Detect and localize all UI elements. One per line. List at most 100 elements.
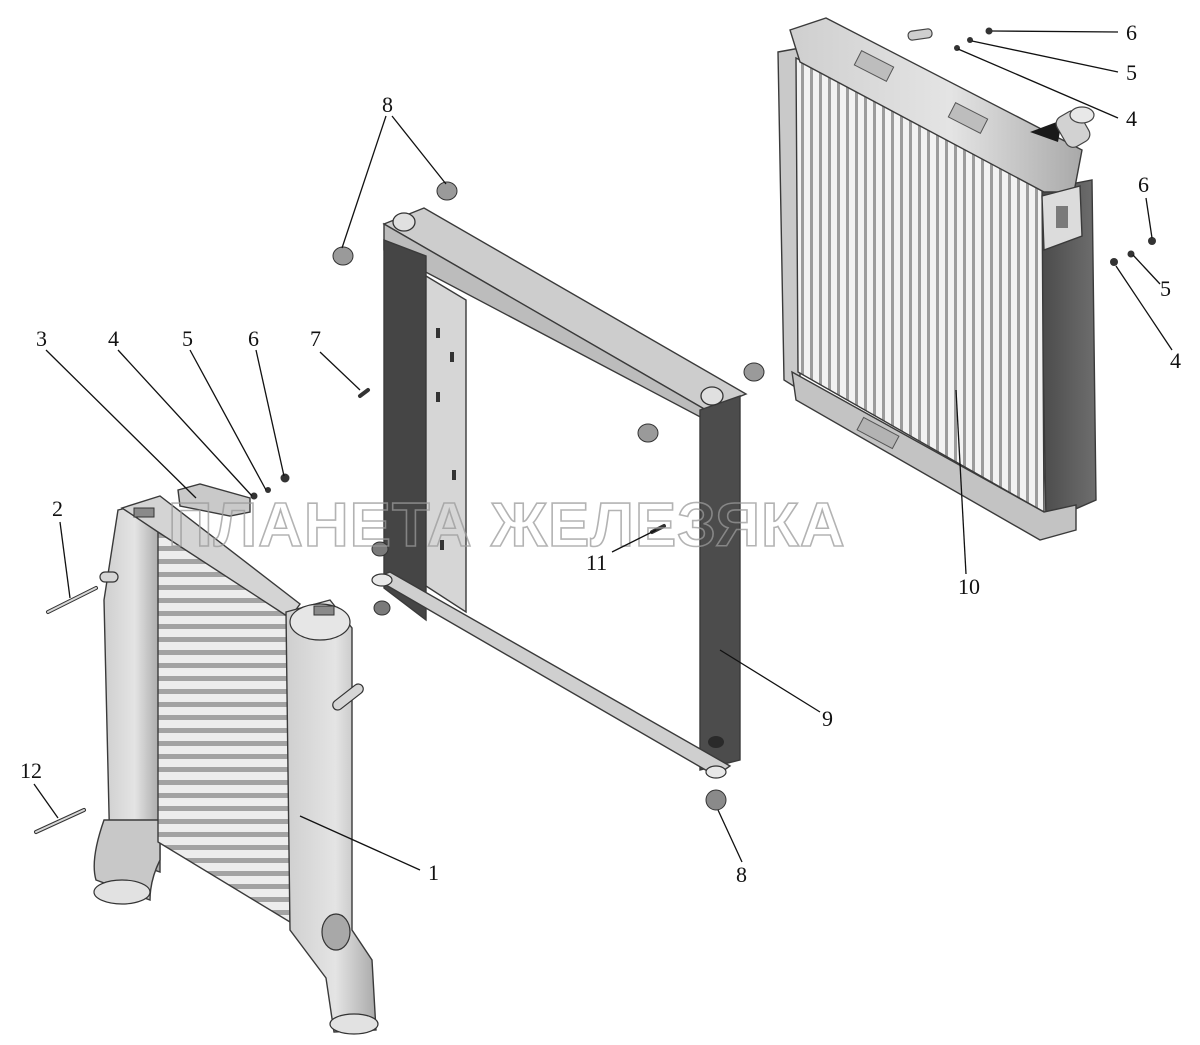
leader-2: [59, 521, 71, 599]
radiator-filler-pipe: [907, 28, 933, 41]
cooler-left-outlet: [93, 819, 161, 902]
leader-7: [319, 351, 361, 391]
callout-12: 12: [20, 758, 42, 783]
leader-4b: [957, 48, 1119, 119]
leader-9: [719, 649, 821, 713]
tank-arrow-marker: [1030, 120, 1062, 142]
callout-4: 4: [108, 326, 119, 351]
cooler-right-boss: [321, 913, 351, 951]
leader-12: [33, 783, 59, 819]
frame-left-post: [383, 238, 427, 622]
nut-6: [985, 27, 993, 35]
washer-5: [265, 487, 271, 493]
watermark-text: ПЛАНЕТА ЖЕЛЕЗЯКА: [168, 491, 846, 560]
rubber-mount: [371, 541, 389, 557]
rubber-mounts: [332, 181, 765, 811]
callout-3: 3: [36, 326, 47, 351]
cooler-top-slot: [133, 507, 155, 518]
leader-4c: [1115, 265, 1173, 351]
shroud-frame-assembly: [371, 207, 748, 779]
callout-7: 7: [310, 326, 321, 351]
cooler-top-slot: [313, 605, 335, 616]
leader-8a-2: [391, 115, 447, 185]
cooler-right-tank-cap: [289, 603, 351, 641]
radiator-bottom-tank: [791, 370, 1077, 541]
callout-2: 2: [52, 496, 63, 521]
frame-bottom-bar: [372, 571, 732, 777]
rubber-mount: [436, 181, 458, 201]
flange-slot: [436, 328, 440, 338]
frame-left-flange: [425, 274, 467, 614]
frame-bushing-top-left: [392, 212, 416, 232]
leader-4a: [117, 349, 253, 497]
side-bracket-slot: [1056, 206, 1068, 228]
charge-air-cooler: [93, 495, 379, 1035]
callout-11: 11: [586, 550, 607, 575]
leader-lines: [33, 30, 1173, 871]
top-tank-window-1: [853, 50, 895, 82]
callout-4-right: 4: [1170, 348, 1181, 373]
bolt-7: [358, 388, 370, 398]
frame-post-hole: [708, 736, 724, 748]
callout-labels: 1 2 3 4 5 6 7 8 8 9 10 11 12 6 5 4 6 5 4: [20, 20, 1181, 887]
mounting-bracket: [177, 483, 251, 517]
rubber-mount: [705, 789, 727, 811]
bolt-12-shank: [35, 809, 85, 833]
leader-6a: [255, 349, 285, 477]
callout-8-bottom: 8: [736, 862, 747, 887]
frame-right-post: [699, 395, 741, 771]
leader-10: [955, 389, 967, 575]
washer-5: [967, 37, 973, 43]
cooler-mount-pin: [99, 571, 119, 583]
rubber-mount: [332, 246, 354, 266]
bolt-2-shank: [47, 587, 97, 613]
leader-6c: [1145, 197, 1153, 239]
callout-5-top-right: 5: [1126, 60, 1137, 85]
cooler-right-outlet-opening: [329, 1013, 379, 1035]
flange-slot: [452, 470, 456, 480]
frame-bushing-top-right: [700, 386, 724, 406]
leader-5c: [1132, 254, 1161, 285]
cooler-right-tank: [285, 599, 377, 1033]
callout-10: 10: [958, 574, 980, 599]
callout-6-right: 6: [1138, 172, 1149, 197]
callout-5: 5: [182, 326, 193, 351]
leader-3: [45, 349, 197, 499]
leader-6b: [991, 30, 1119, 33]
rubber-mount: [637, 423, 659, 443]
cooler-mount-pin: [332, 683, 364, 711]
rubber-mount: [743, 362, 765, 382]
flange-slot: [436, 392, 440, 402]
radiator-assembly: [777, 17, 1097, 541]
leader-8a-1: [341, 115, 387, 249]
leader-5a: [189, 349, 267, 491]
frame-bushing-bottom-left: [371, 573, 393, 587]
leader-1: [299, 815, 421, 871]
leader-11: [611, 529, 657, 553]
washer-4: [250, 492, 258, 500]
callout-5-right: 5: [1160, 276, 1171, 301]
callout-4-top-right: 4: [1126, 106, 1137, 131]
rubber-mount: [373, 600, 391, 616]
top-tank-window-2: [947, 102, 989, 134]
frame-bushing-bottom-right: [705, 765, 727, 779]
callout-8-top: 8: [382, 92, 393, 117]
cooler-left-outlet-opening: [93, 879, 151, 905]
leader-8b: [717, 809, 743, 863]
nut-6: [280, 473, 290, 483]
leader-5b: [971, 40, 1119, 73]
fasteners: [34, 27, 1156, 834]
callout-6: 6: [248, 326, 259, 351]
flange-slot: [440, 540, 444, 550]
callout-1: 1: [428, 860, 439, 885]
bottom-tank-window: [856, 416, 900, 450]
callout-9: 9: [822, 706, 833, 731]
nut-6: [1148, 237, 1156, 245]
cooler-left-tank: [103, 499, 161, 873]
washer-5: [1127, 250, 1135, 258]
washer-4: [1110, 258, 1118, 266]
flange-slot: [450, 352, 454, 362]
radiator-outlet-pipe: [1055, 106, 1095, 148]
callout-6-top-right: 6: [1126, 20, 1137, 45]
